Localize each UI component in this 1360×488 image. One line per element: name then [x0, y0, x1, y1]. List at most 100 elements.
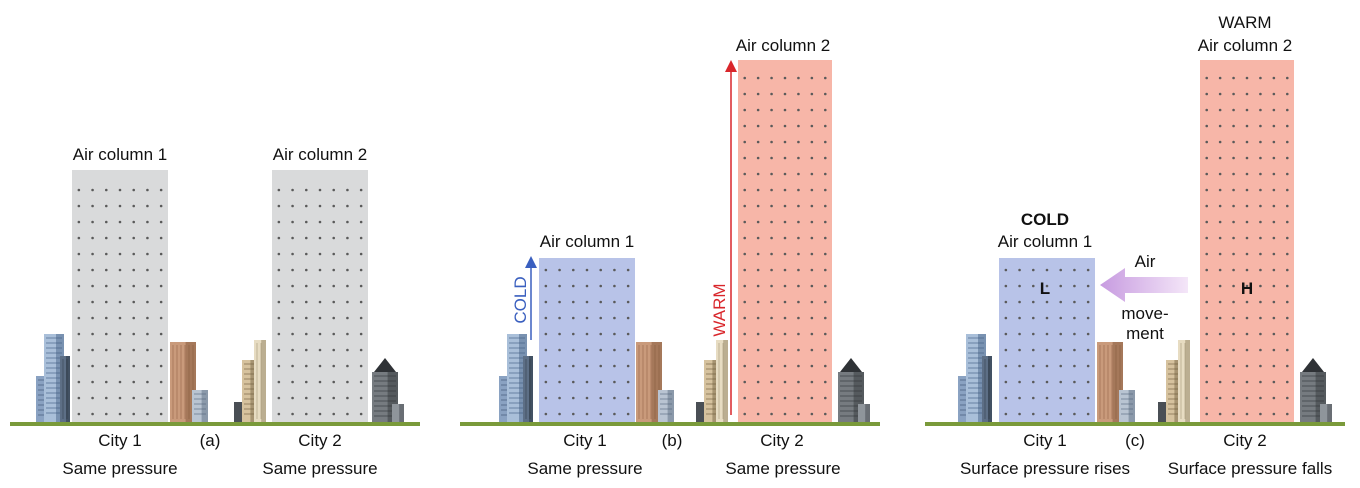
panel-b-cold-label: COLD — [511, 276, 530, 324]
panel-c-city-2-skyline-right-low-body — [1320, 404, 1332, 422]
panel-c-city-2-skyline-right-low-shade — [1327, 404, 1332, 422]
panel-a-city-2-skyline-left-tan-body — [242, 360, 256, 422]
panel-b-air-column-2-dots — [743, 76, 827, 416]
panel-b-city-2-label: City 2 — [760, 431, 804, 450]
panel-c-air-column-2 — [1200, 60, 1294, 422]
panel-c-city-2-skyline-right-block-shade — [1315, 372, 1326, 422]
panel-b-city-1-skyline-right-low — [658, 390, 674, 422]
panel-a-city-2-skyline-right-block-spire — [374, 358, 396, 372]
panel-c-city-1-skyline-left-tower-c-shade — [988, 356, 992, 422]
panel-b-city-2-skyline-right-block-spire — [840, 358, 862, 372]
panel-a-city-1-label: City 1 — [98, 431, 142, 450]
panel-b-air-column-1 — [539, 258, 635, 422]
panel-c-pressure-1: Surface pressure rises — [959, 459, 1131, 478]
panel-a-air-column-2-dots — [277, 188, 363, 416]
panel-c-city-1-label: City 1 — [1023, 431, 1067, 450]
panel-b-column-2-label: Air column 2 — [735, 36, 831, 55]
panel-b-city-2-skyline-left-tan — [704, 360, 718, 422]
panel-b-city-1-skyline-right-brick — [636, 342, 662, 422]
panel-a-city-2-label: City 2 — [298, 431, 342, 450]
panel-b-letter: (b) — [661, 431, 683, 450]
panel-b-city-2-skyline-left-tan-body — [704, 360, 718, 422]
panel-c-air-column-1 — [999, 258, 1095, 422]
panel-c-city-2-skyline-left-tall-shade — [1185, 340, 1190, 422]
panel-c-column-2-label: Air column 2 — [1197, 36, 1293, 55]
panel-b-city-1-skyline-right-brick-shade — [651, 342, 662, 422]
panel-b-warm-label: WARM — [710, 283, 729, 337]
panel-b-city-2-skyline-right-low-shade — [865, 404, 870, 422]
panel-a-city-1-skyline-right-brick-body — [170, 342, 196, 422]
panel-b-city-2-skyline-right-low-body — [858, 404, 870, 422]
panel-c-city-1-skyline-right-low — [1119, 390, 1135, 422]
panel-a-city-1-skyline-right-brick-shade — [185, 342, 196, 422]
panel-c-air-column-1-dots — [1004, 268, 1090, 416]
panel-b-city-1-skyline-left-tower-c-shade — [529, 356, 533, 422]
panel-b-air-column-1-dots — [544, 268, 630, 416]
panel-c-city-1-skyline-right-low-shade — [1128, 390, 1135, 422]
panel-a-pressure-1: Same pressure — [62, 459, 178, 478]
panel-a-city-1-skyline-left-tower-c-shade — [66, 356, 70, 422]
panel-a-ground — [10, 422, 420, 426]
panel-b-city-2-skyline-right-low — [858, 404, 870, 422]
panel-c-city-2-skyline-right-block-spire — [1302, 358, 1324, 372]
panel-a-air-column-2-body — [272, 170, 368, 422]
panel-a-letter: (a) — [199, 431, 221, 450]
panel-b-pressure-1: Same pressure — [527, 459, 643, 478]
panel-b-column-1-label: Air column 1 — [539, 232, 635, 251]
panel-a-city-1-skyline-right-low-shade — [201, 390, 208, 422]
panel-b-city-1-label: City 1 — [563, 431, 607, 450]
panel-a-air-column-1-body — [72, 170, 168, 422]
panel-a-city-1-skyline-left-tower-c-body — [60, 356, 70, 422]
panel-a-city-2-skyline-right-block-shade — [387, 372, 398, 422]
panel-a-column-2-label: Air column 2 — [272, 145, 368, 164]
panel-c-city-2-skyline-right-low — [1320, 404, 1332, 422]
panel-a-city-2-skyline-right-low-body — [392, 404, 404, 422]
panel-c-warm-label: WARM — [1218, 13, 1272, 32]
panel-a-city-2-skyline-right-low — [392, 404, 404, 422]
panel-c-city-2-skyline-right-block — [1300, 358, 1326, 422]
panel-b-city-2-skyline-right-block-shade — [853, 372, 864, 422]
panel-a-air-column-1-dots — [77, 188, 163, 416]
panel-b-city-2-skyline-left-tall-shade — [723, 340, 728, 422]
panel-b-city-1-skyline-left-tower-c — [523, 356, 533, 422]
panel-b-city-1-skyline-left-tower-c-body — [523, 356, 533, 422]
panel-c-air-movement-line-1: Air — [1134, 252, 1156, 271]
panel-c-city-2-skyline-left-tan-body — [1166, 360, 1180, 422]
panel-c-city-1-skyline-right-brick-shade — [1112, 342, 1123, 422]
panel-c-city-2-skyline-left-tan-shade — [1174, 360, 1180, 422]
panel-b-ground — [460, 422, 880, 426]
panel-a-air-column-2 — [272, 170, 368, 422]
panel-a-city-2-skyline-left-tan — [242, 360, 256, 422]
panel-b-city-1-skyline-right-low-shade — [667, 390, 674, 422]
panel-c-ground — [925, 422, 1345, 426]
panel-a-column-1-label: Air column 1 — [72, 145, 168, 164]
panel-c-air-movement-line-2: move- — [1121, 304, 1169, 323]
panel-a-city-1-skyline-left-tower-c — [60, 356, 70, 422]
panel-b-air-column-2 — [738, 60, 832, 422]
panel-c-city-1-skyline-left-tower-c — [982, 356, 992, 422]
panel-c-city-1-skyline-right-brick-body — [1097, 342, 1123, 422]
panel-c-air-movement-arrow — [1100, 268, 1188, 302]
panel-a-city-2-skyline-right-low-shade — [399, 404, 404, 422]
panel-c-letter: (c) — [1125, 431, 1145, 450]
panel-b-air-column-2-body — [738, 60, 832, 422]
panel-b-pressure-2: Same pressure — [725, 459, 841, 478]
panel-c-high-pressure-symbol: H — [1240, 279, 1254, 298]
panel-c-pressure-2: Surface pressure falls — [1167, 459, 1333, 478]
panel-c-city-2-skyline-left-tall — [1178, 340, 1190, 422]
panel-b-city-2-skyline-left-tan-shade — [712, 360, 718, 422]
panel-c-air-column-2-body — [1200, 60, 1294, 422]
panel-c-city-2-label: City 2 — [1223, 431, 1267, 450]
panel-c-city-1-skyline-left-tower-c-body — [982, 356, 992, 422]
panel-c-air-column-2-dots — [1205, 76, 1289, 416]
panel-a-city-2-skyline-left-tall-shade — [261, 340, 266, 422]
panel-c-low-pressure-symbol: L — [1039, 279, 1051, 298]
panel-c-cold-label: COLD — [1020, 210, 1070, 229]
panel-c-column-1-label: Air column 1 — [997, 232, 1093, 251]
panel-b-city-2-skyline-left-tall — [716, 340, 728, 422]
panel-a-pressure-2: Same pressure — [262, 459, 378, 478]
panel-a-city-2-skyline-left-tan-shade — [250, 360, 256, 422]
panel-a-city-2-skyline-right-block — [372, 358, 398, 422]
